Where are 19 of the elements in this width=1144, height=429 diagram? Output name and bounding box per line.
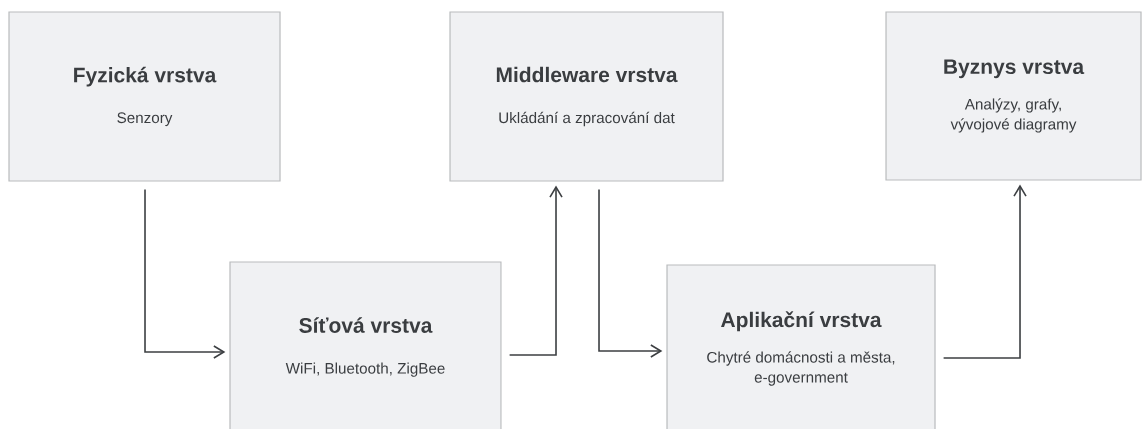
layer-box xyxy=(449,11,724,182)
layer-box xyxy=(229,261,502,429)
heading-text: Fyzická vrstva xyxy=(74,66,217,87)
arrow xyxy=(144,188,226,359)
description-text: Ukládání a zpracování dat xyxy=(499,111,675,127)
arrow xyxy=(598,188,663,358)
heading-text: Middleware vrstva xyxy=(496,66,678,83)
description-text: Chytré domácnosti a města, e-government xyxy=(707,351,895,386)
heading-text: Aplikační vrstva xyxy=(721,311,882,332)
description-text: Analýzy, grafy, vývojové diagramy xyxy=(950,98,1077,133)
layer-box xyxy=(885,11,1142,181)
layer-box xyxy=(8,11,281,182)
description-text: WiFi, Bluetooth, ZigBee xyxy=(285,362,445,377)
description-text: Senzory xyxy=(117,112,173,127)
heading-text: Byznys vrstva xyxy=(944,59,1085,79)
arrow xyxy=(508,185,563,356)
heading-text: Síťová vrstva xyxy=(299,317,433,333)
arrow xyxy=(942,184,1027,359)
layer-box xyxy=(666,264,936,429)
